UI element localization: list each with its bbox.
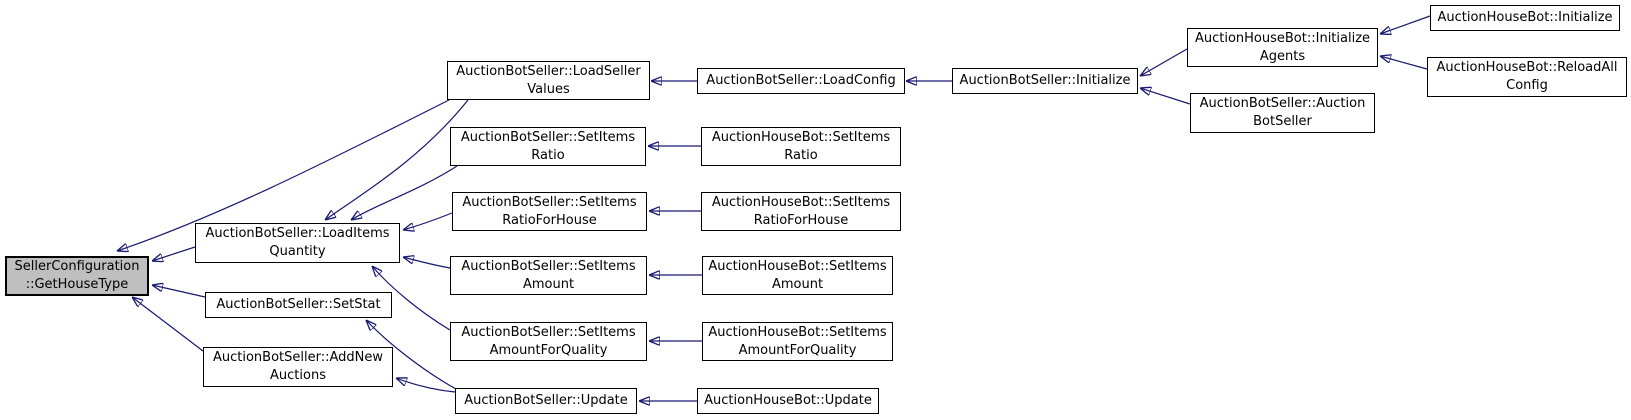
node-label: AuctionBotSeller::LoadConfig (706, 73, 896, 88)
node-auction-house-bot-set-items-amount-for-quality[interactable]: AuctionHouseBot::SetItems AmountForQuali… (702, 322, 893, 361)
edge-bs-update-to-add-new-auctions (396, 378, 456, 393)
node-auction-bot-seller-auction-bot-seller[interactable]: AuctionBotSeller::Auction BotSeller (1190, 93, 1375, 133)
node-auction-house-bot-set-items-ratio[interactable]: AuctionHouseBot::SetItems Ratio (701, 127, 901, 166)
node-auction-bot-seller-set-items-amount-for-quality[interactable]: AuctionBotSeller::SetItems AmountForQual… (450, 322, 647, 361)
edge-auction-bot-seller-ctor-to-initialize (1140, 88, 1191, 105)
node-auction-house-bot-reload-all-config[interactable]: AuctionHouseBot::ReloadAll Config (1427, 57, 1627, 97)
node-label: SellerConfiguration ::GetHouseType (14, 259, 140, 292)
edge-bs-set-items-amount-to-load-items-quantity (403, 257, 451, 269)
node-auction-house-bot-set-items-ratio-for-house[interactable]: AuctionHouseBot::SetItems RatioForHouse (701, 192, 901, 231)
node-seller-configuration-get-house-type: SellerConfiguration ::GetHouseType (5, 256, 149, 296)
edge-load-seller-values-to-load-items-quantity (325, 99, 469, 220)
node-auction-bot-seller-load-seller-values[interactable]: AuctionBotSeller::LoadSeller Values (447, 61, 650, 100)
node-auction-house-bot-set-items-amount[interactable]: AuctionHouseBot::SetItems Amount (702, 256, 893, 295)
node-label: AuctionHouseBot::Update (704, 393, 872, 408)
node-auction-bot-seller-set-items-amount[interactable]: AuctionBotSeller::SetItems Amount (450, 256, 647, 295)
node-label: AuctionBotSeller::Initialize (959, 73, 1131, 88)
edge-add-new-auctions-to-get-house-type (132, 297, 204, 352)
node-auction-bot-seller-load-config[interactable]: AuctionBotSeller::LoadConfig (697, 68, 905, 94)
edge-initialize-agents-to-initialize (1140, 48, 1188, 76)
edge-set-stat-to-get-house-type (152, 285, 206, 298)
node-label: AuctionHouseBot::SetItems Ratio (711, 129, 891, 163)
node-auction-house-bot-initialize-agents[interactable]: AuctionHouseBot::Initialize Agents (1187, 28, 1378, 67)
node-label: AuctionHouseBot::Initialize (1437, 10, 1613, 25)
node-auction-bot-seller-set-items-ratio[interactable]: AuctionBotSeller::SetItems Ratio (450, 127, 646, 166)
node-auction-bot-seller-set-items-ratio-for-house[interactable]: AuctionBotSeller::SetItems RatioForHouse (452, 192, 647, 231)
node-label: AuctionHouseBot::SetItems Amount (708, 258, 887, 292)
node-auction-bot-seller-set-stat[interactable]: AuctionBotSeller::SetStat (205, 292, 392, 318)
edge-bs-set-items-ratio-for-house-to-load-items-quantity (403, 212, 453, 230)
node-label: AuctionBotSeller::SetItems AmountForQual… (461, 324, 636, 358)
node-label: AuctionBotSeller::SetStat (216, 297, 381, 312)
node-auction-bot-seller-add-new-auctions[interactable]: AuctionBotSeller::AddNew Auctions (203, 347, 393, 387)
node-label: AuctionHouseBot::SetItems RatioForHouse (711, 194, 891, 228)
node-label: AuctionBotSeller::SetItems Ratio (460, 129, 636, 163)
node-label: AuctionBotSeller::Auction BotSeller (1199, 96, 1366, 129)
edge-bs-update-to-set-stat (366, 320, 457, 390)
node-auction-house-bot-initialize[interactable]: AuctionHouseBot::Initialize (1430, 5, 1620, 31)
edge-house-bot-initialize-to-initialize-agents (1380, 15, 1431, 34)
node-label: AuctionHouseBot::Initialize Agents (1194, 30, 1371, 64)
edge-bs-set-items-ratio-to-load-items-quantity (351, 165, 458, 220)
node-auction-house-bot-update[interactable]: AuctionHouseBot::Update (697, 388, 879, 414)
node-label: AuctionBotSeller::SetItems Amount (461, 258, 636, 292)
node-label: AuctionHouseBot::SetItems AmountForQuali… (708, 324, 887, 358)
edge-load-seller-values-to-get-house-type (117, 99, 450, 251)
edge-bs-set-items-amount-for-quality-to-load-items-quantity (372, 266, 451, 331)
node-label: AuctionHouseBot::ReloadAll Config (1436, 60, 1618, 93)
node-auction-bot-seller-load-items-quantity[interactable]: AuctionBotSeller::LoadItems Quantity (195, 223, 400, 263)
edge-load-items-quantity-to-get-house-type (152, 246, 196, 261)
node-label: AuctionBotSeller::SetItems RatioForHouse (462, 194, 637, 228)
edge-reload-all-config-to-initialize-agents (1380, 56, 1428, 70)
node-label: AuctionBotSeller::Update (464, 393, 628, 408)
node-auction-bot-seller-initialize[interactable]: AuctionBotSeller::Initialize (952, 68, 1138, 94)
node-auction-bot-seller-update[interactable]: AuctionBotSeller::Update (455, 388, 637, 414)
node-label: AuctionBotSeller::LoadSeller Values (456, 63, 641, 97)
node-label: AuctionBotSeller::LoadItems Quantity (205, 226, 390, 259)
node-label: AuctionBotSeller::AddNew Auctions (212, 350, 384, 383)
